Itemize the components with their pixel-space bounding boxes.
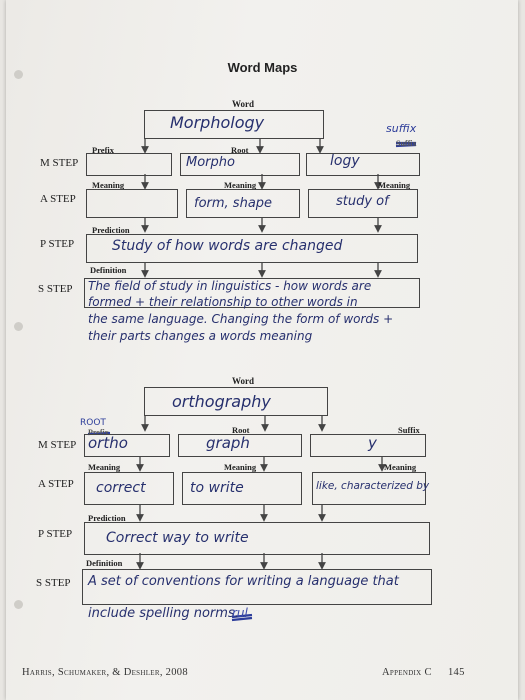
definition-line: their parts changes a words meaning xyxy=(88,329,313,343)
definition-line: A set of conventions for writing a langu… xyxy=(88,574,399,589)
suffix-box xyxy=(310,434,426,457)
root-label: Root xyxy=(231,145,249,155)
meaning-label: Meaning xyxy=(378,180,411,190)
root-value: graph xyxy=(206,434,250,452)
meaning-suffix-box xyxy=(312,472,426,505)
root-handwritten-label: ROOT xyxy=(80,418,106,428)
meaning-prefix-value: correct xyxy=(96,480,146,496)
prediction-label: Prediction xyxy=(88,513,126,523)
word-box xyxy=(144,387,328,416)
footer-citation: Harris, Schumaker, & Deshler, 2008 xyxy=(22,667,188,678)
suffix-value: y xyxy=(368,434,377,452)
definition-line: The field of study in linguistics - how … xyxy=(88,279,372,293)
p-step-label: P STEP xyxy=(38,528,73,540)
definition-line: the same language. Changing the form of … xyxy=(88,312,394,326)
meaning-label: Meaning xyxy=(224,180,257,190)
root-box xyxy=(178,434,302,457)
meaning-label: Meaning xyxy=(92,180,125,190)
a-step-label: A STEP xyxy=(40,193,76,205)
suffix-label-struck: Suffix xyxy=(396,139,417,148)
definition-box xyxy=(82,569,432,605)
prediction-label: Prediction xyxy=(92,225,130,235)
a-step-label: A STEP xyxy=(38,478,74,490)
definition-struck-word: rul xyxy=(232,606,248,620)
prediction-value: Study of how words are changed xyxy=(112,238,343,254)
definition-label: Definition xyxy=(90,265,127,275)
suffix-value: logy xyxy=(330,153,360,169)
word-value: Morphology xyxy=(170,113,265,132)
binder-hole xyxy=(14,322,23,331)
prediction-value: Correct way to write xyxy=(106,530,249,546)
meaning-root-value: to write xyxy=(190,480,244,496)
meaning-prefix-box xyxy=(86,189,178,218)
meaning-label: Meaning xyxy=(384,462,417,472)
s-step-label: S STEP xyxy=(36,577,71,589)
word-label: Word xyxy=(232,376,255,386)
meaning-label: Meaning xyxy=(224,462,257,472)
definition-line: include spelling norms. xyxy=(88,606,239,621)
meaning-suffix-value: study of xyxy=(336,194,389,209)
footer-page-number: 145 xyxy=(448,667,465,678)
meaning-suffix-value: like, characterized by xyxy=(316,480,430,492)
footer-appendix: Appendix C xyxy=(382,667,432,678)
root-box xyxy=(180,153,300,176)
prediction-box xyxy=(84,522,430,555)
meaning-root-value: form, shape xyxy=(194,196,273,211)
suffix-label: Suffix xyxy=(398,425,420,435)
worksheet-page xyxy=(6,0,518,700)
p-step-label: P STEP xyxy=(40,238,75,250)
prefix-box xyxy=(84,434,170,457)
meaning-suffix-box xyxy=(308,189,418,218)
definition-line: formed + their relationship to other wor… xyxy=(88,295,358,309)
meaning-prefix-box xyxy=(84,472,174,505)
prefix-label-struck: Prefix xyxy=(88,428,109,437)
root-value: Morpho xyxy=(186,155,235,170)
binder-hole xyxy=(14,600,23,609)
meaning-root-box xyxy=(182,472,302,505)
page-title: Word Maps xyxy=(227,60,298,75)
m-step-label: M STEP xyxy=(40,157,79,169)
s-step-label: S STEP xyxy=(38,283,73,295)
meaning-root-box xyxy=(186,189,300,218)
suffix-handwritten-label: suffix xyxy=(386,122,417,135)
prediction-box xyxy=(86,234,418,263)
word-value: orthography xyxy=(172,392,271,411)
word-box xyxy=(144,110,324,139)
definition-box xyxy=(84,278,420,308)
prefix-label: Prefix xyxy=(92,145,115,155)
binder-hole xyxy=(14,70,23,79)
definition-label: Definition xyxy=(86,558,123,568)
meaning-label: Meaning xyxy=(88,462,121,472)
m-step-label: M STEP xyxy=(38,439,77,451)
prefix-box xyxy=(86,153,172,176)
root-label: Root xyxy=(232,425,250,435)
suffix-box xyxy=(306,153,420,176)
prefix-value: ortho xyxy=(88,434,128,452)
word-label: Word xyxy=(232,99,255,109)
